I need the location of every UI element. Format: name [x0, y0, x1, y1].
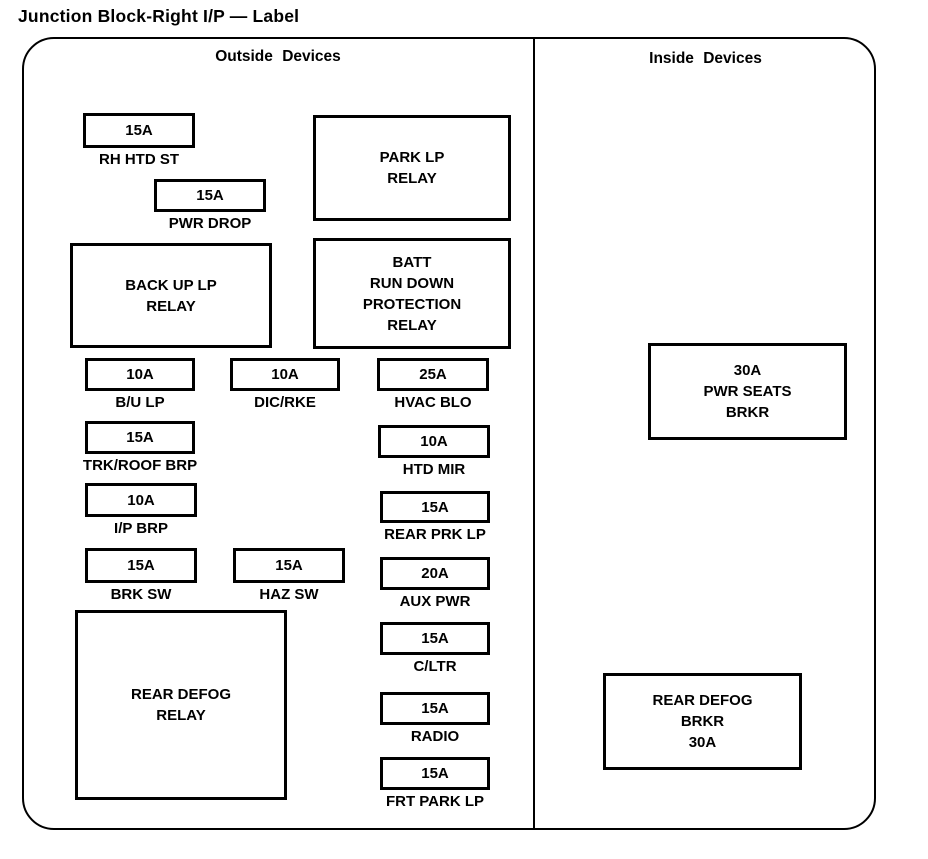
- fuse-cltr: 15A C/LTR: [380, 622, 490, 675]
- fuse-amp-rating: 15A: [83, 113, 195, 148]
- fuse-rh-htd-st: 15A RH HTD ST: [83, 113, 195, 168]
- fuse-rear-prk-lp: 15A REAR PRK LP: [380, 491, 490, 543]
- fuse-ip-brp: 10A I/P BRP: [85, 483, 197, 537]
- fuse-label: I/P BRP: [114, 520, 168, 537]
- fuse-amp-rating: 10A: [378, 425, 490, 458]
- fuse-amp-rating: 15A: [233, 548, 345, 583]
- fuse-label: C/LTR: [413, 658, 457, 675]
- fuse-amp-rating: 15A: [380, 622, 490, 655]
- relay-park-lp: PARK LP RELAY: [313, 115, 511, 221]
- fuse-amp-rating: 15A: [380, 491, 490, 523]
- fuse-label: BRK SW: [110, 586, 172, 603]
- fuse-label: HAZ SW: [259, 586, 319, 603]
- fuse-label: HVAC BLO: [394, 394, 472, 411]
- inside-devices-header: Inside Devices: [649, 50, 762, 67]
- relay-batt-run-down-protection: BATT RUN DOWN PROTECTION RELAY: [313, 238, 511, 349]
- breaker-rear-defog: REAR DEFOG BRKR 30A: [603, 673, 802, 770]
- fuse-amp-rating: 10A: [85, 483, 197, 517]
- fuse-htd-mir: 10A HTD MIR: [378, 425, 490, 478]
- fuse-bu-lp: 10A B/U LP: [85, 358, 195, 411]
- fuse-dic-rke: 10A DIC/RKE: [230, 358, 340, 411]
- fuse-brk-sw: 15A BRK SW: [85, 548, 197, 603]
- relay-rear-defog: REAR DEFOG RELAY: [75, 610, 287, 800]
- fuse-label: REAR PRK LP: [384, 526, 486, 543]
- fuse-amp-rating: 15A: [85, 421, 195, 454]
- fuse-amp-rating: 15A: [380, 757, 490, 790]
- fuse-label: RH HTD ST: [99, 151, 179, 168]
- fuse-radio: 15A RADIO: [380, 692, 490, 745]
- fuse-pwr-drop: 15A PWR DROP: [154, 179, 266, 232]
- fuse-amp-rating: 15A: [380, 692, 490, 725]
- fuse-label: B/U LP: [115, 394, 165, 411]
- fuse-label: DIC/RKE: [254, 394, 316, 411]
- fuse-amp-rating: 10A: [230, 358, 340, 391]
- fuse-amp-rating: 20A: [380, 557, 490, 590]
- fuse-amp-rating: 15A: [85, 548, 197, 583]
- fuse-label: RADIO: [410, 728, 460, 745]
- junction-block-outline: [22, 37, 876, 830]
- fuse-amp-rating: 10A: [85, 358, 195, 391]
- relay-back-up-lp: BACK UP LP RELAY: [70, 243, 272, 348]
- section-divider-line: [533, 37, 535, 830]
- fuse-amp-rating: 25A: [377, 358, 489, 391]
- fuse-amp-rating: 15A: [154, 179, 266, 212]
- outside-devices-header: Outside Devices: [215, 48, 341, 65]
- fuse-label: TRK/ROOF BRP: [82, 457, 198, 474]
- page-title: Junction Block-Right I/P — Label: [18, 6, 300, 26]
- fuse-label: HTD MIR: [402, 461, 466, 478]
- fuse-frt-park-lp: 15A FRT PARK LP: [380, 757, 490, 810]
- breaker-pwr-seats: 30A PWR SEATS BRKR: [648, 343, 847, 440]
- fuse-aux-pwr: 20A AUX PWR: [380, 557, 490, 610]
- fuse-label: PWR DROP: [168, 215, 252, 232]
- fuse-trk-roof-brp: 15A TRK/ROOF BRP: [83, 421, 197, 474]
- fuse-haz-sw: 15A HAZ SW: [233, 548, 345, 603]
- fuse-label: FRT PARK LP: [385, 793, 485, 810]
- fuse-label: AUX PWR: [399, 593, 471, 610]
- fuse-hvac-blo: 25A HVAC BLO: [377, 358, 489, 411]
